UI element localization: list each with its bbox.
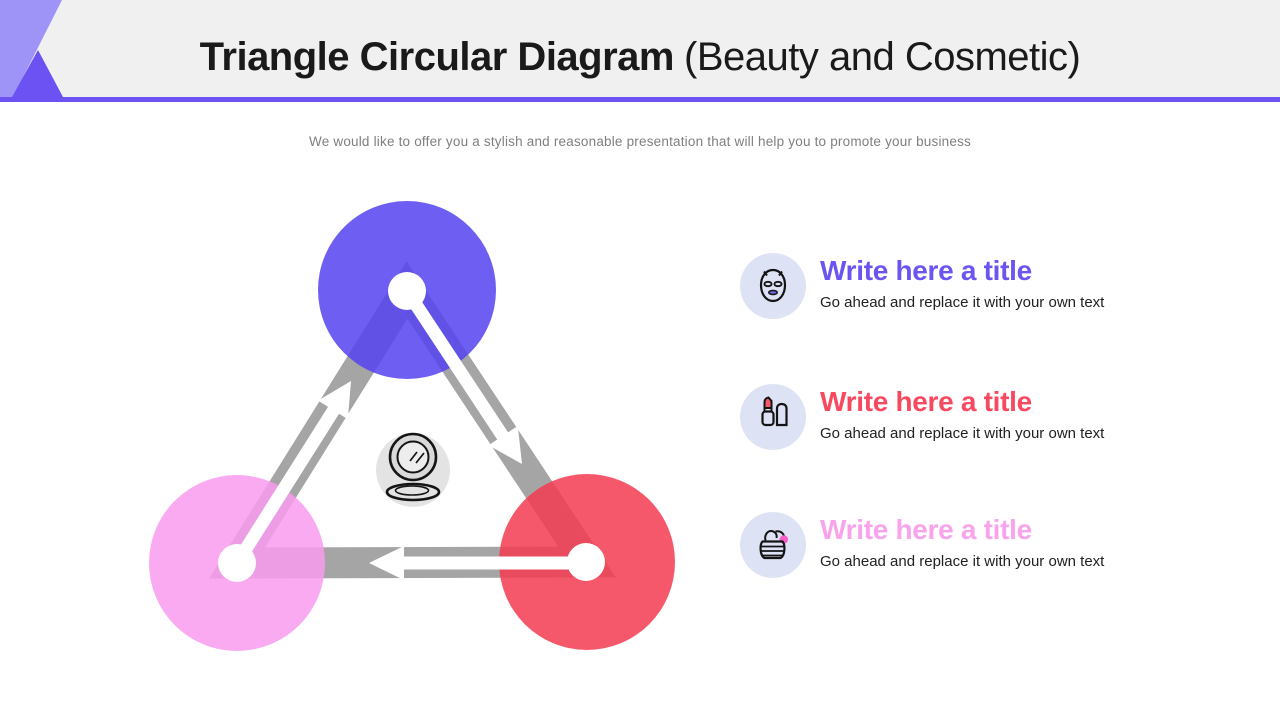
item-title: Write here a title xyxy=(820,255,1032,286)
header-accent-dark-shape xyxy=(12,50,63,97)
arrow-left-to-top xyxy=(231,381,351,567)
item-description: Go ahead and replace it with your own te… xyxy=(820,553,1105,570)
header-accent-light-shape xyxy=(0,0,62,97)
vertex-dot-bottom-left xyxy=(218,544,256,582)
item-description: Go ahead and replace it with your own te… xyxy=(820,294,1105,311)
header-underline xyxy=(0,97,1280,102)
list-item: Write here a title Go ahead and replace … xyxy=(740,253,1104,319)
slide-subtitle: We would like to offer you a stylish and… xyxy=(309,134,971,149)
lipstick-icon xyxy=(761,396,788,427)
item-text: Write here a title Go ahead and replace … xyxy=(820,253,1104,311)
item-icon-badge xyxy=(740,384,806,450)
list-item: Write here a title Go ahead and replace … xyxy=(740,512,1104,578)
slide-header: Triangle Circular Diagram(Beauty and Cos… xyxy=(0,0,1280,97)
arrow-top-to-right xyxy=(401,287,522,464)
item-icon-badge xyxy=(740,512,806,578)
page-title-secondary: (Beauty and Cosmetic) xyxy=(684,35,1081,79)
item-title: Write here a title xyxy=(820,386,1032,417)
item-text: Write here a title Go ahead and replace … xyxy=(820,512,1104,570)
compact-mirror-icon xyxy=(376,432,450,507)
page-title: Triangle Circular Diagram(Beauty and Cos… xyxy=(0,30,1280,84)
cosmetic-jar-icon xyxy=(759,529,789,560)
triangle-cycle-diagram xyxy=(149,201,675,651)
face-mask-icon xyxy=(759,268,787,303)
header-corner-decoration xyxy=(0,0,63,97)
item-text: Write here a title Go ahead and replace … xyxy=(820,384,1104,442)
item-title: Write here a title xyxy=(820,514,1032,545)
arrow-right-to-left xyxy=(369,546,586,580)
list-item: Write here a title Go ahead and replace … xyxy=(740,384,1104,450)
vertex-dot-top xyxy=(388,272,426,310)
page-title-main: Triangle Circular Diagram xyxy=(199,35,675,79)
item-icon-badge xyxy=(740,253,806,319)
vertex-dot-bottom-right xyxy=(567,543,605,581)
item-description: Go ahead and replace it with your own te… xyxy=(820,425,1105,442)
